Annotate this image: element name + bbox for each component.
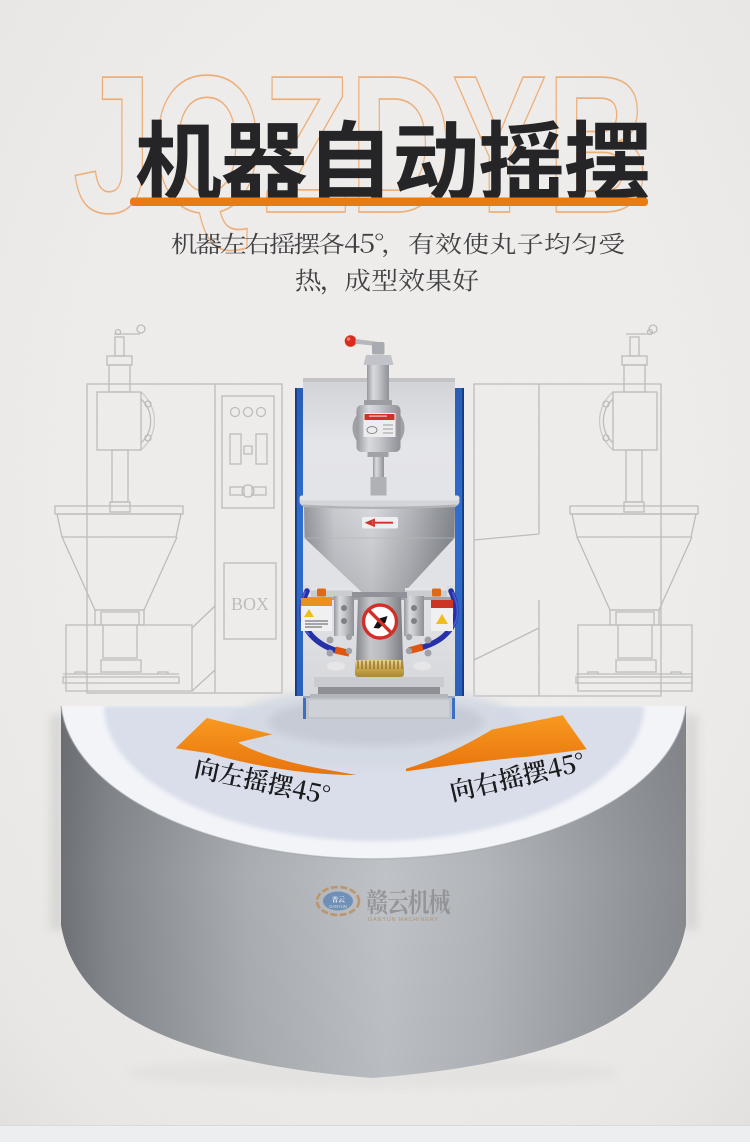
svg-text:GANYUN MACHINERY: GANYUN MACHINERY: [368, 917, 439, 923]
svg-text:BOX: BOX: [231, 594, 269, 614]
svg-text:GANYUN: GANYUN: [329, 904, 347, 909]
